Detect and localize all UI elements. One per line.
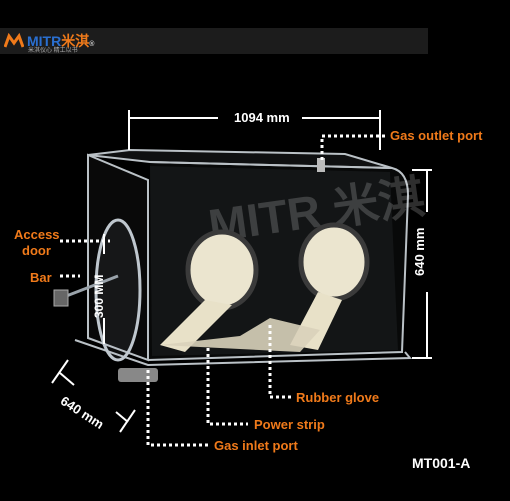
label-bar: Bar (30, 270, 52, 285)
label-power-strip: Power strip (254, 417, 325, 432)
label-gas-outlet: Gas outlet port (390, 128, 483, 143)
brand-banner (0, 28, 428, 54)
door-dimension: 300 MM (92, 274, 106, 318)
model-number: MT001-A (412, 455, 471, 471)
height-dimension: 640 mm (412, 227, 427, 276)
brand-tagline: 米淇仪心 精工以书 (28, 48, 78, 54)
label-access-door-line2: door (22, 243, 51, 258)
label-rubber-glove: Rubber glove (296, 390, 380, 405)
brand-logo: MITR米淇® 米淇仪心 精工以书 (3, 30, 95, 54)
gas-inlet-fitting (118, 368, 158, 382)
rubber-glove (160, 318, 320, 352)
door-bar[interactable] (53, 274, 119, 307)
dimension-lines (51, 110, 432, 433)
logo-mark-icon (3, 32, 25, 49)
label-gas-inlet: Gas inlet port (214, 438, 298, 453)
brand-name: MITR米淇® (27, 33, 95, 49)
leader-lines (60, 134, 385, 447)
label-access-door-line1: Access (14, 227, 60, 242)
gas-outlet-fitting (317, 158, 325, 172)
access-door[interactable] (94, 218, 142, 362)
glove-port-left[interactable] (160, 229, 259, 352)
width-dimension: 1094 mm (234, 110, 290, 125)
